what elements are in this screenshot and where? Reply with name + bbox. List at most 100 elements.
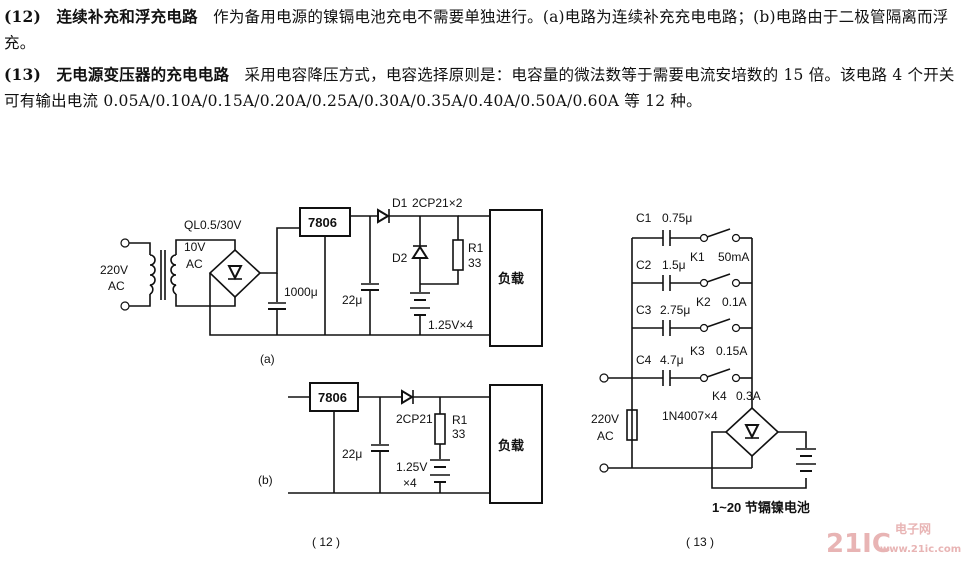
regulator-label: 7806 xyxy=(308,215,337,230)
bridge-diode-symbol-13 xyxy=(744,424,760,440)
transformer-secondary-coil xyxy=(170,254,177,295)
battery-label-b: 1.25V xyxy=(396,460,427,474)
c1-label: C1 xyxy=(636,211,652,225)
transformer-primary-coil xyxy=(149,254,156,295)
source-voltage-13: 220V xyxy=(591,412,619,426)
paragraph-13: (13) 无电源变压器的充电电路 采用电容降压方式，电容选择原则是：电容量的微法… xyxy=(4,62,960,114)
d1-value: 2CP21×2 xyxy=(412,196,463,210)
c3-value: 2.75μ xyxy=(660,303,690,317)
paragraph-13-body: 采用电容降压方式，电容选择原则是：电容量的微法数等于需要电流安培数的 15 倍。… xyxy=(4,66,955,110)
d2-label: D2 xyxy=(392,251,408,265)
bridge-rectifier xyxy=(208,248,262,299)
cap1000-label: 1000μ xyxy=(284,285,318,299)
k3-label: K3 xyxy=(690,344,705,358)
watermark-logo-text: 21IC xyxy=(826,529,891,559)
r1-value-b: 33 xyxy=(452,427,466,441)
k2-blade xyxy=(706,273,731,283)
k1-blade xyxy=(706,228,731,238)
paragraph-12-number: (12) xyxy=(4,7,42,26)
k2-label: K2 xyxy=(696,295,711,309)
battery-label-13: 1~20 节镉镍电池 xyxy=(712,500,810,515)
paragraph-13-number: (13) xyxy=(4,65,42,84)
cap22-label: 22μ xyxy=(342,293,362,307)
d1-label: D1 xyxy=(392,196,408,210)
k2-value: 0.1A xyxy=(722,295,747,309)
k4-contact-2 xyxy=(731,373,741,383)
ac-input-wires-13 xyxy=(608,377,752,469)
k3-contact-2 xyxy=(731,323,741,333)
k3-blade xyxy=(706,318,731,328)
k4-value: 0.3A xyxy=(736,389,761,403)
ac-terminal-top-13 xyxy=(599,373,609,383)
source-voltage-label: 220V xyxy=(100,263,128,277)
c2-value: 1.5μ xyxy=(662,258,686,272)
diode-label-b: 2CP21 xyxy=(396,412,433,426)
k1-contact-2 xyxy=(731,233,741,243)
load-box-12a xyxy=(489,209,543,347)
c3-label: C3 xyxy=(636,303,652,317)
load-box-12b xyxy=(489,384,543,504)
k4-contact-1 xyxy=(699,373,709,383)
load-label-12a: 负载 xyxy=(498,271,524,286)
circuit-12b: 7806 2CP21 22μ R1 33 1.25V ×4 负载 (b) xyxy=(258,382,543,504)
diode-2cp21-b xyxy=(401,389,414,405)
ac-terminal-bottom xyxy=(120,301,130,311)
bridge-diode-symbol xyxy=(227,265,243,281)
circuit-12a: 220V AC QL0.5/30V 10V AC 1000μ 7806 D1 2… xyxy=(100,196,543,366)
bleed-resistor xyxy=(626,409,638,441)
battery-count-b: ×4 xyxy=(403,476,417,490)
k2-contact-1 xyxy=(699,278,709,288)
secondary-ac-label: AC xyxy=(186,257,203,271)
paragraph-12: (12) 连续补充和浮充电路 作为备用电源的镍镉电池充电不需要单独进行。(a)电… xyxy=(4,4,960,56)
k1-label: K1 xyxy=(690,250,705,264)
ac-terminal-bottom-13 xyxy=(599,463,609,473)
k4-blade xyxy=(706,368,731,378)
watermark-site: 电子网 xyxy=(895,521,931,536)
caption-fig13: ( 13 ) xyxy=(686,535,714,549)
caption-12a: (a) xyxy=(260,352,275,366)
paragraph-12-title: 连续补充和浮充电路 xyxy=(56,7,198,26)
k3-contact-1 xyxy=(699,323,709,333)
load-label-12b: 负载 xyxy=(498,438,524,453)
row-c1-k1: C1 0.75μ xyxy=(632,211,752,246)
c2-label: C2 xyxy=(636,258,652,272)
secondary-voltage-label: 10V xyxy=(184,240,205,254)
primary-wires xyxy=(129,242,151,307)
r1-label-b: R1 xyxy=(452,413,468,427)
d2-diode xyxy=(411,245,429,259)
caption-fig12: ( 12 ) xyxy=(312,535,340,549)
d1-output-wire xyxy=(389,215,459,240)
source-ac-label: AC xyxy=(108,279,125,293)
regulator-label-b: 7806 xyxy=(318,390,347,405)
c1-value: 0.75μ xyxy=(662,211,692,225)
caption-12b: (b) xyxy=(258,473,273,487)
c4-value: 4.7μ xyxy=(660,353,684,367)
battery-label: 1.25V×4 xyxy=(428,318,473,332)
k1-value: 50mA xyxy=(718,250,749,264)
paragraph-12-body: 作为备用电源的镍镉电池充电不需要单独进行。(a)电路为连续补充充电电路；(b)电… xyxy=(4,8,949,52)
r1-resistor xyxy=(452,239,464,271)
r1-value: 33 xyxy=(468,256,482,270)
ground-rail-12a xyxy=(209,273,490,336)
source-ac-13: AC xyxy=(597,429,614,443)
secondary-wires xyxy=(175,239,236,307)
paragraph-13-title: 无电源变压器的充电电路 xyxy=(56,65,230,84)
k1-contact-1 xyxy=(699,233,709,243)
transformer-label: QL0.5/30V xyxy=(184,218,241,232)
bridge-positive-wire xyxy=(260,227,300,274)
row-c2-k2: C2 1.5μ K1 50mA xyxy=(632,250,752,291)
watermark-url: www.21ic.com xyxy=(880,544,961,555)
r1-resistor-b xyxy=(434,413,446,445)
k3-value: 0.15A xyxy=(716,344,747,358)
d1-diode xyxy=(377,208,390,224)
bridge-label-13: 1N4007×4 xyxy=(662,409,718,423)
watermark-logo: 21IC 电子网 www.21ic.com xyxy=(826,521,961,559)
row-c4-k4: C4 4.7μ K3 0.15A K4 0.3A xyxy=(632,344,761,403)
circuit-13: C1 0.75μ C2 1.5μ K1 50mA C3 2.75μ xyxy=(591,211,816,515)
regulator-7806 xyxy=(299,207,351,237)
c4-label: C4 xyxy=(636,353,652,367)
cap22-label-b: 22μ xyxy=(342,447,362,461)
r1-label: R1 xyxy=(468,241,484,255)
k2-contact-2 xyxy=(731,278,741,288)
